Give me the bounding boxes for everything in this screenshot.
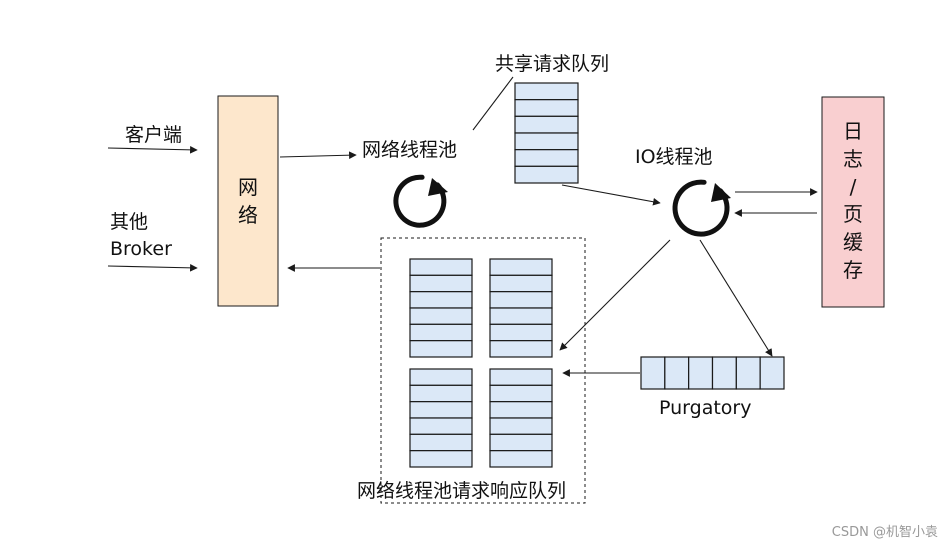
response-queue-3-cell bbox=[409, 433, 473, 452]
response-queue-2-cell bbox=[489, 307, 553, 325]
purgatory-queue bbox=[640, 356, 785, 390]
purgatory-cell bbox=[664, 356, 690, 390]
shared-queue-cell bbox=[514, 132, 579, 151]
shared-queue-label: 共享请求队列 bbox=[495, 53, 609, 75]
broker-label: Broker bbox=[110, 238, 172, 260]
arrow-io-to-purgatory bbox=[699, 239, 773, 357]
arrow-io-to-response-queue bbox=[559, 239, 671, 351]
arrow-broker-to-network bbox=[107, 263, 198, 272]
response-queue-label: 网络线程池请求响应队列 bbox=[357, 480, 566, 502]
purgatory-cell bbox=[688, 356, 714, 390]
response-queue-3-cell bbox=[409, 368, 473, 386]
response-queue-4-cell bbox=[489, 368, 553, 386]
response-queue-2-cell bbox=[489, 291, 553, 309]
other-label: 其他 bbox=[110, 211, 148, 233]
arrow-client-to-network bbox=[107, 145, 198, 154]
response-queue-3-cell bbox=[409, 384, 473, 403]
response-queue-2-cell bbox=[489, 340, 553, 358]
shared-queue-cell bbox=[514, 165, 579, 184]
watermark: CSDN @机智小袁 bbox=[832, 525, 938, 540]
shared-request-queue bbox=[514, 82, 579, 184]
response-queue-4-cell bbox=[489, 401, 553, 419]
io-thread-pool-label: IO线程池 bbox=[635, 146, 713, 168]
response-queues bbox=[409, 258, 553, 468]
shared-queue-leader-line bbox=[472, 76, 514, 131]
response-queue-2-cell bbox=[489, 323, 553, 342]
shared-queue-cell bbox=[514, 99, 579, 117]
response-queue-1-cell bbox=[409, 307, 473, 325]
net-thread-pool-icon bbox=[393, 174, 448, 228]
response-queue-2-cell bbox=[489, 258, 553, 276]
response-queue-3-cell bbox=[409, 450, 473, 468]
log-page-cache-block bbox=[821, 96, 885, 308]
cache-char-6: 存 bbox=[843, 258, 863, 282]
response-queue-3-cell bbox=[409, 417, 473, 435]
purgatory-cell bbox=[735, 356, 761, 390]
response-queue-2-cell bbox=[489, 274, 553, 293]
cache-char-2: 志 bbox=[843, 147, 863, 171]
purgatory-label: Purgatory bbox=[659, 397, 751, 419]
response-queue-3-cell bbox=[409, 401, 473, 419]
response-queue-1-cell bbox=[409, 291, 473, 309]
response-queue-1-cell bbox=[409, 340, 473, 358]
response-queue-4-cell bbox=[489, 433, 553, 452]
cache-char-4: 页 bbox=[843, 202, 863, 226]
response-queue-group bbox=[380, 237, 586, 504]
cache-char-1: 日 bbox=[843, 119, 863, 143]
purgatory-cell bbox=[711, 356, 737, 390]
shared-queue-cell bbox=[514, 115, 579, 134]
response-queue-4-cell bbox=[489, 384, 553, 403]
cache-char-3: / bbox=[850, 175, 857, 199]
shared-queue-cell bbox=[514, 149, 579, 167]
cache-char-5: 缓 bbox=[843, 230, 863, 254]
response-queue-1-cell bbox=[409, 274, 473, 293]
arrow-queue-to-io-pool bbox=[561, 184, 661, 206]
network-char-2: 络 bbox=[238, 203, 258, 227]
purgatory-cell bbox=[759, 356, 785, 390]
network-block bbox=[217, 95, 279, 307]
network-char-1: 网 bbox=[238, 175, 258, 199]
response-queue-4-cell bbox=[489, 450, 553, 468]
purgatory-cell bbox=[640, 356, 666, 390]
response-queue-1-cell bbox=[409, 323, 473, 342]
client-label: 客户端 bbox=[125, 124, 182, 146]
net-thread-pool-label: 网络线程池 bbox=[362, 139, 457, 161]
io-thread-pool-icon bbox=[672, 179, 731, 237]
arrow-network-to-net-pool bbox=[279, 151, 357, 160]
response-queue-1-cell bbox=[409, 258, 473, 276]
response-queue-4-cell bbox=[489, 417, 553, 435]
shared-queue-cell bbox=[514, 82, 579, 101]
